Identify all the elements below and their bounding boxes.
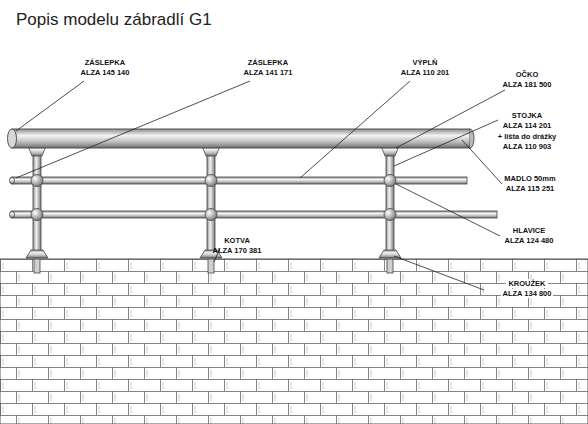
part-label: VÝPLŇ	[412, 58, 437, 67]
part-label: MADLO 50mm	[504, 174, 555, 183]
part-label: ZÁSLEPKA	[85, 58, 125, 67]
part-label: ALZA 115 251	[506, 184, 555, 193]
part-label: + lišta do drážky	[498, 132, 557, 141]
part-label: OČKO	[516, 70, 539, 79]
post	[33, 150, 394, 252]
part-label: ALZA 114 201	[503, 121, 552, 130]
page-title: Popis modelu zábradlí G1	[16, 10, 212, 30]
part-label: ALZA 141 171	[244, 68, 293, 77]
part-label: ALZA 110 903	[503, 142, 552, 151]
part-label: KROUŽEK	[506, 279, 547, 288]
part-label: STOJKA	[512, 111, 542, 120]
part-label: ALZA 170 381	[213, 246, 262, 255]
part-label: ALZA 124 480	[505, 236, 554, 245]
part-label: ALZA 145 140	[81, 68, 130, 77]
part-label: KOTVA	[224, 236, 250, 245]
anchor	[34, 259, 393, 273]
part-label: ZÁSLEPKA	[248, 58, 288, 67]
handrail	[8, 129, 475, 148]
head-ball	[31, 175, 396, 221]
part-label: ALZA 181 500	[503, 80, 552, 89]
brick-wall	[0, 259, 588, 424]
part-label: ALZA 134 800	[501, 289, 554, 298]
leader-line	[16, 81, 505, 290]
part-label: HLAVICE	[513, 226, 545, 235]
part-label: ALZA 110 201	[401, 68, 450, 77]
